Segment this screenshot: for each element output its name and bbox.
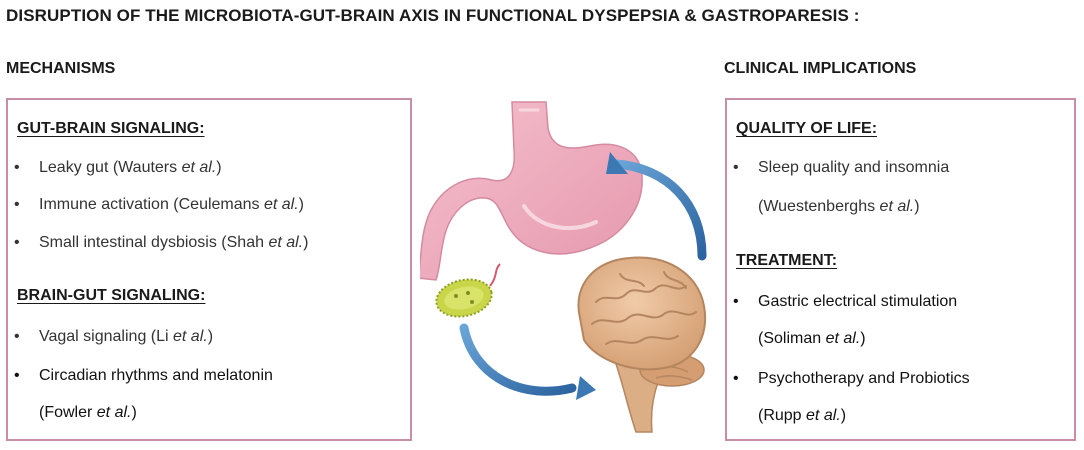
brain-gut-signaling-title: BRAIN-GUT SIGNALING: [17,287,206,304]
circular-arrow-icon [459,152,707,400]
list-item: •Small intestinal dysbiosis (Shah et al.… [14,234,309,251]
list-item-continuation: (Rupp et al.) [758,407,847,424]
clinical-implications-panel: QUALITY OF LIFE: •Sleep quality and inso… [725,98,1076,441]
clinical-implications-heading: CLINICAL IMPLICATIONS [724,60,917,77]
quality-of-life-title: QUALITY OF LIFE: [736,120,878,137]
brain-icon [577,256,707,433]
list-item-continuation: (Soliman et al.) [758,330,866,347]
list-item: •Sleep quality and insomnia [733,159,950,176]
list-item: •Leaky gut (Wauters et al.) [14,159,222,176]
bacterium-icon [435,263,501,318]
list-item: •Vagal signaling (Li et al.) [14,328,214,345]
page-title: DISRUPTION OF THE MICROBIOTA-GUT-BRAIN A… [6,6,860,25]
list-item-continuation: (Fowler et al.) [39,404,137,421]
list-item: •Immune activation (Ceulemans et al.) [14,196,304,213]
gut-brain-signaling-title: GUT-BRAIN SIGNALING: [17,120,205,137]
list-item: •Gastric electrical stimulation [733,293,958,310]
mechanisms-panel: GUT-BRAIN SIGNALING: •Leaky gut (Wauters… [6,98,412,441]
list-item-continuation: (Wuestenberghs et al.) [758,198,920,215]
stomach-icon [420,101,643,281]
treatment-title: TREATMENT: [736,252,838,269]
microbiota-gut-brain-illustration [420,101,707,433]
list-item: •Psychotherapy and Probiotics [733,370,970,387]
mechanisms-heading: MECHANISMS [6,60,116,77]
list-item: •Circadian rhythms and melatonin [14,367,273,384]
